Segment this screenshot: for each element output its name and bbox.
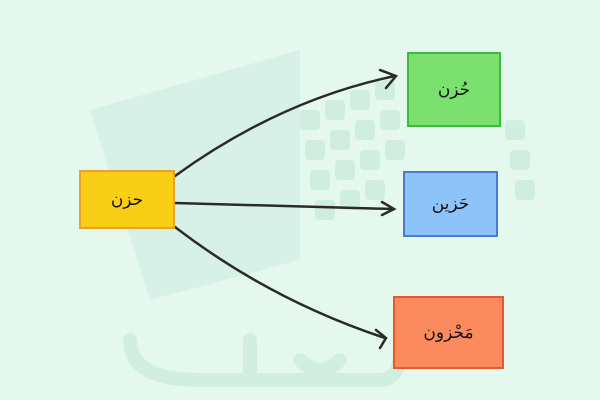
- target-label-3: مَحْزون: [423, 322, 474, 343]
- source-node: حزن: [79, 170, 175, 229]
- arrowhead-1: [378, 68, 399, 90]
- target-label-2: حَزين: [431, 194, 470, 214]
- arrowhead-2: [380, 200, 397, 217]
- arrow-to-target-2: [173, 201, 395, 211]
- target-node-2: حَزين: [403, 171, 498, 237]
- watermark-grid: [300, 80, 535, 220]
- target-node-1: حُزن: [407, 52, 501, 127]
- source-label: حزن: [110, 189, 144, 210]
- target-node-3: مَحْزون: [393, 296, 504, 369]
- watermark-shape: [90, 50, 300, 300]
- arrow-to-target-1: [173, 74, 397, 178]
- arrow-to-target-3: [173, 225, 387, 340]
- arrowhead-3: [374, 328, 388, 350]
- target-label-1: حُزن: [437, 79, 471, 100]
